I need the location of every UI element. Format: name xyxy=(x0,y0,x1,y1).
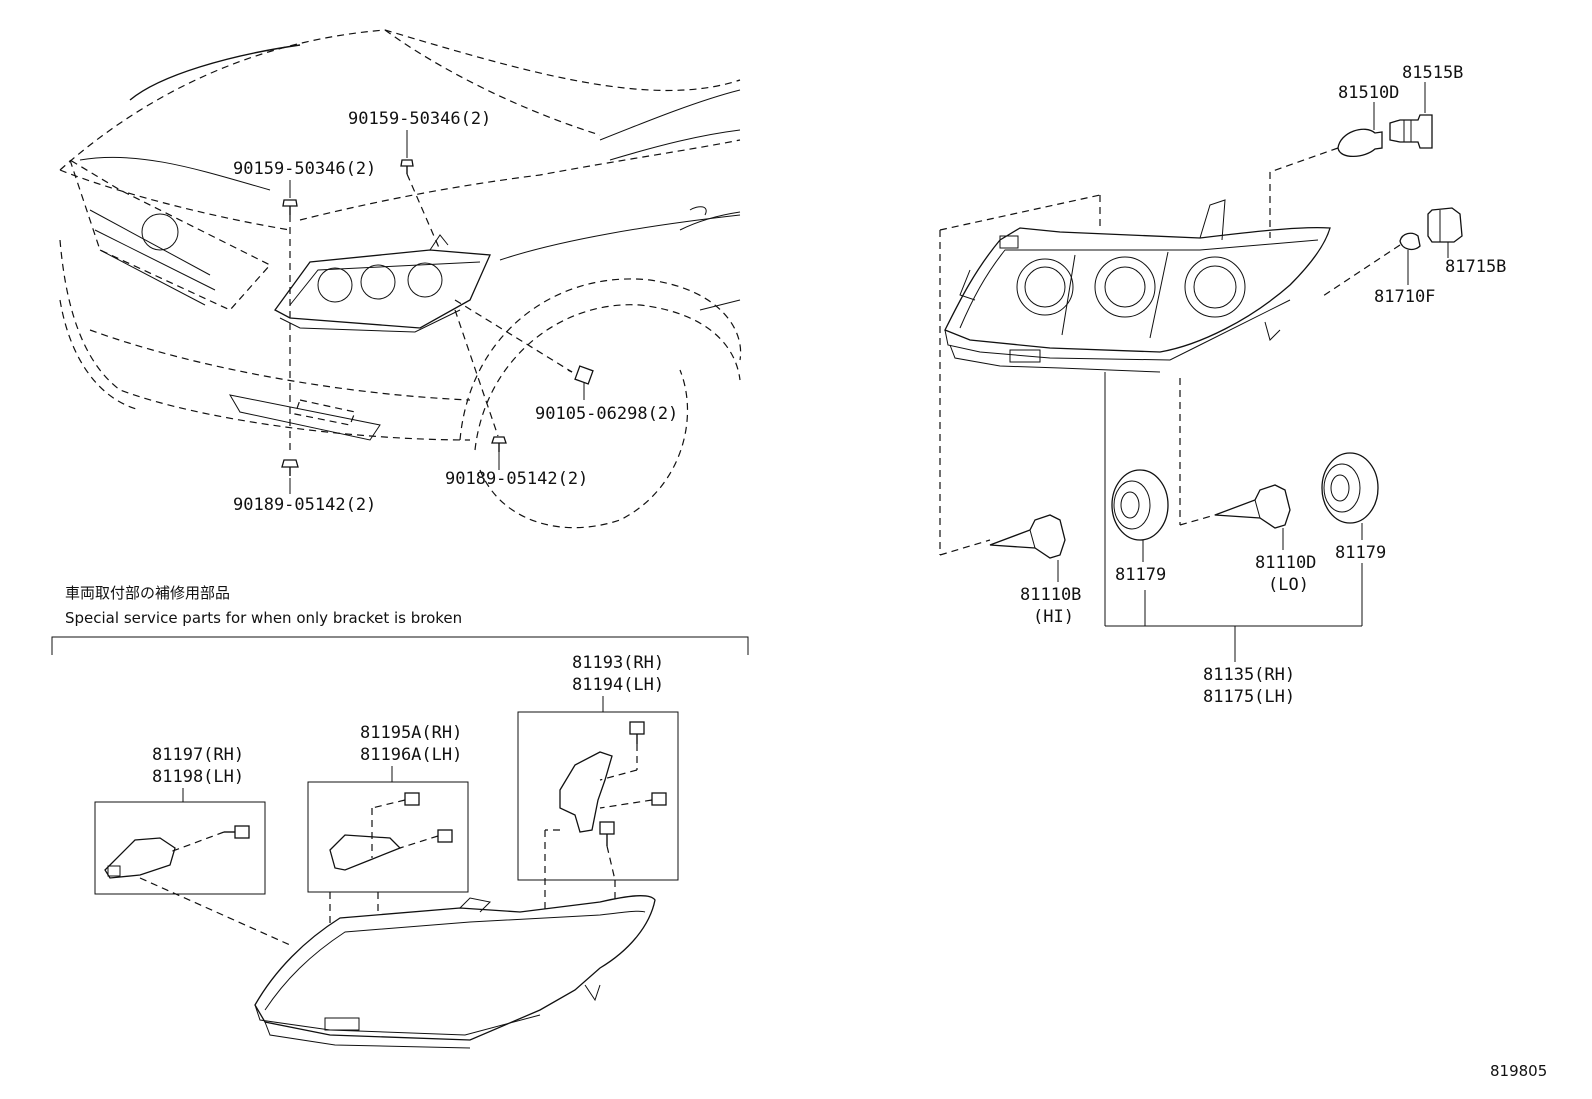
label-81110B: 81110B xyxy=(1020,585,1081,605)
bolt-81193-a xyxy=(629,721,645,744)
label-90105: 90105-06298(2) xyxy=(535,404,678,424)
cover-81179-b xyxy=(1321,452,1379,524)
label-81110B-sub: (HI) xyxy=(1033,607,1074,627)
bolt-81193-b xyxy=(651,792,667,806)
box-81197 xyxy=(94,801,266,895)
bolt-81193-c xyxy=(599,821,615,846)
vehicle-bolt-90105 xyxy=(567,365,594,385)
label-81179-b: 81179 xyxy=(1335,543,1386,563)
bulb-81510D xyxy=(1337,128,1383,158)
label-90159-left: 90159-50346(2) xyxy=(233,159,376,179)
socket-81515B xyxy=(1389,114,1433,149)
note-english: Special service parts for when only brac… xyxy=(65,609,462,627)
bolt-81195A-b xyxy=(437,829,453,843)
vehicle-bolt-90159-upper xyxy=(400,159,414,174)
label-81197: 81197(RH) xyxy=(152,745,244,765)
label-81194: 81194(LH) xyxy=(572,675,664,695)
label-81715B: 81715B xyxy=(1445,257,1506,277)
bracket-81195A xyxy=(329,834,402,871)
label-81710F: 81710F xyxy=(1374,287,1435,307)
label-81196A: 81196A(LH) xyxy=(360,745,462,765)
bolt-81195A-a xyxy=(404,792,420,806)
socket-81715B xyxy=(1427,207,1463,243)
label-81198: 81198(LH) xyxy=(152,767,244,787)
box-81195A xyxy=(307,781,469,893)
label-81193: 81193(RH) xyxy=(572,653,664,673)
vehicle-front-outline xyxy=(59,29,742,529)
figure-id: 819805 xyxy=(1490,1062,1547,1080)
label-81195A: 81195A(RH) xyxy=(360,723,462,743)
bulb-81110B xyxy=(989,514,1066,559)
vehicle-bolt-90159-left xyxy=(282,199,298,215)
label-81135: 81135(RH) xyxy=(1203,665,1295,685)
bolt-81197 xyxy=(224,825,250,839)
label-90159-upper: 90159-50346(2) xyxy=(348,109,491,129)
vehicle-headlamp-assembly xyxy=(274,234,491,333)
label-81110D-sub: (LO) xyxy=(1268,575,1309,595)
bulb-81110D xyxy=(1214,484,1291,529)
vehicle-bolt-90189-left xyxy=(281,459,299,476)
bracket-81197 xyxy=(104,837,176,879)
headlamp-unit xyxy=(944,199,1331,373)
bulb-81710F xyxy=(1399,232,1421,251)
label-81110D: 81110D xyxy=(1255,553,1316,573)
lower-headlamp-housing xyxy=(254,895,656,1049)
label-90189-right: 90189-05142(2) xyxy=(445,469,588,489)
vehicle-bolt-90189-right xyxy=(491,436,507,452)
label-81179-a: 81179 xyxy=(1115,565,1166,585)
label-81510D: 81510D xyxy=(1338,83,1399,103)
label-81515B: 81515B xyxy=(1402,63,1463,83)
bracket-81193 xyxy=(559,751,613,833)
label-81175: 81175(LH) xyxy=(1203,687,1295,707)
box-81193 xyxy=(517,711,679,881)
cover-81179-a xyxy=(1111,469,1169,541)
label-90189-left: 90189-05142(2) xyxy=(233,495,376,515)
note-japanese: 車両取付部の補修用部品 xyxy=(65,584,230,602)
